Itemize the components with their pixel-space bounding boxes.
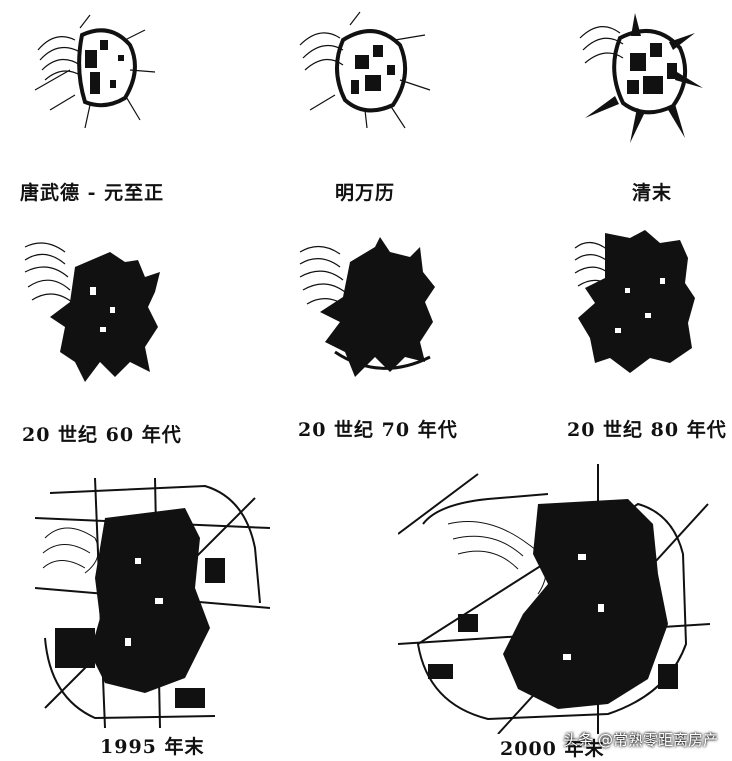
panel-label: 2000 年末 (500, 738, 605, 760)
panel-label: 20 世纪 60 年代 (22, 424, 182, 446)
panel-label: 唐武德 - 元至正 (20, 182, 165, 204)
panel-label: 20 世纪 70 年代 (298, 419, 458, 441)
map-late-qing (579, 13, 703, 143)
panel-label: 1995 年末 (100, 736, 205, 758)
map-2000 (398, 464, 710, 734)
map-1995 (35, 478, 270, 728)
map-ming (299, 11, 431, 129)
watermark: 头条 @常熟零距离房产 (563, 731, 718, 749)
panel-label: 清末 (632, 182, 673, 204)
map-1980s (574, 230, 695, 373)
map-tang-yuan (34, 14, 156, 129)
map-1960s (24, 242, 160, 382)
panel-label: 明万历 (335, 182, 396, 204)
map-1970s (299, 237, 435, 377)
panel-label: 20 世纪 80 年代 (567, 419, 727, 441)
